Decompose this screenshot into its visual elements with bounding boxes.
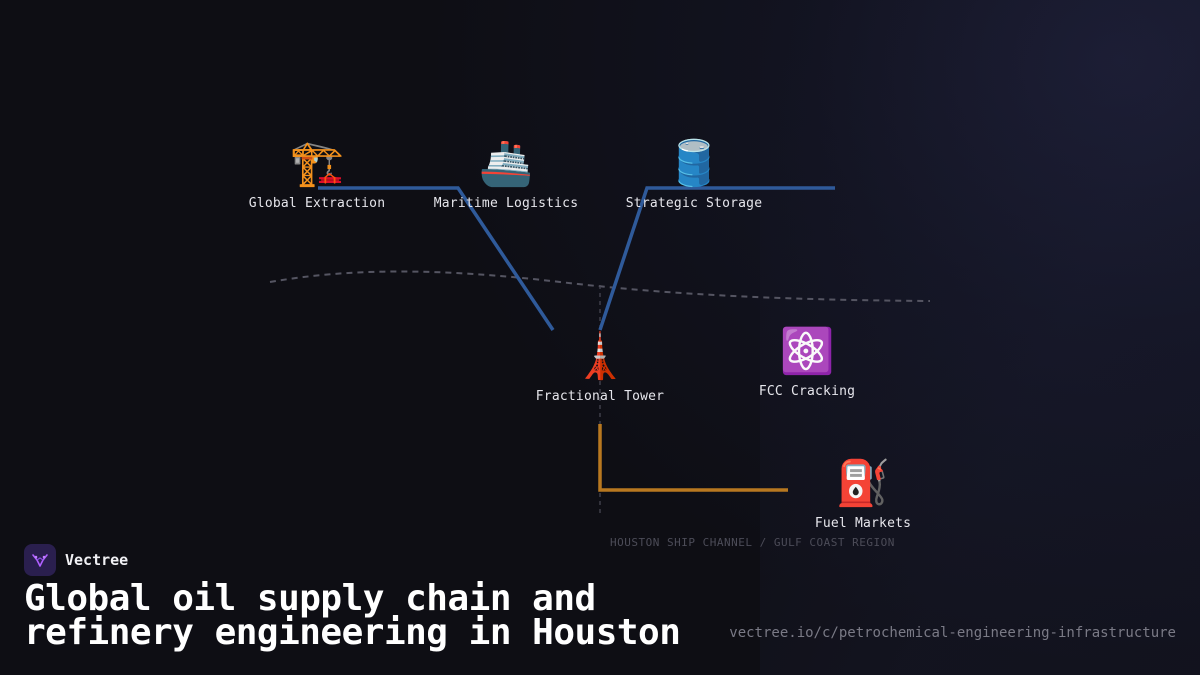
tower-icon: 🗼 [572, 331, 628, 382]
node-label: Strategic Storage [625, 196, 763, 211]
oil-drum-icon: 🛢️ [666, 138, 722, 189]
construction-crane-icon: 🏗️ [289, 138, 345, 189]
brand: Vectree [24, 544, 128, 576]
node-label: FCC Cracking [758, 384, 856, 399]
atom-icon: ⚛️ [779, 326, 835, 377]
node-fractional-tower: 🗼 Fractional Tower [536, 331, 664, 404]
brand-name: Vectree [65, 551, 129, 569]
region-label: HOUSTON SHIP CHANNEL / GULF COAST REGION [610, 536, 895, 549]
crude-flow-right [598, 186, 835, 331]
page-title: Global oil supply chain and refinery eng… [24, 578, 681, 653]
coastline-path [269, 270, 931, 302]
node-label: Fractional Tower [535, 389, 665, 404]
node-maritime-logistics: 🚢 Maritime Logistics [434, 138, 578, 211]
node-fcc-cracking: ⚛️ FCC Cracking [759, 326, 855, 399]
ship-icon: 🚢 [478, 138, 534, 189]
vectree-logo-icon [24, 544, 56, 576]
crude-flow-left [318, 186, 555, 331]
node-global-extraction: 🏗️ Global Extraction [249, 138, 385, 211]
source-url: vectree.io/c/petrochemical-engineering-i… [729, 625, 1176, 641]
node-label: Global Extraction [248, 196, 386, 211]
fuel-pump-icon: ⛽ [835, 458, 891, 509]
node-fuel-markets: ⛽ Fuel Markets [815, 458, 911, 531]
product-flow [598, 424, 788, 492]
node-label: Maritime Logistics [433, 196, 579, 211]
node-strategic-storage: 🛢️ Strategic Storage [626, 138, 762, 211]
node-label: Fuel Markets [814, 516, 912, 531]
